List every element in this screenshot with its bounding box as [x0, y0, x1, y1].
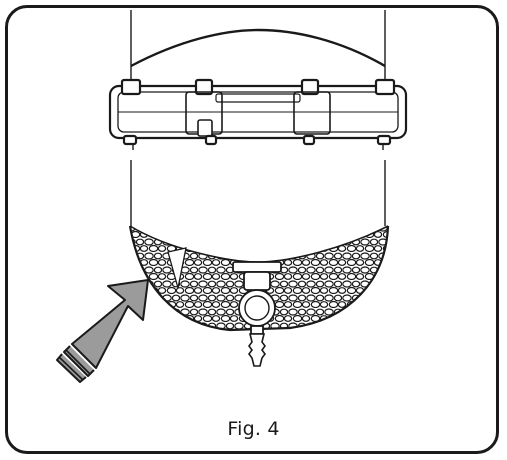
lower-housing: [130, 144, 386, 226]
clamp-ring: [108, 78, 408, 146]
figure-frame: [5, 5, 499, 454]
figure-caption: Fig. 4: [227, 418, 280, 440]
upper-column: [130, 10, 386, 88]
arrow-icon: [56, 279, 149, 383]
drain-valve-icon: [232, 261, 282, 367]
